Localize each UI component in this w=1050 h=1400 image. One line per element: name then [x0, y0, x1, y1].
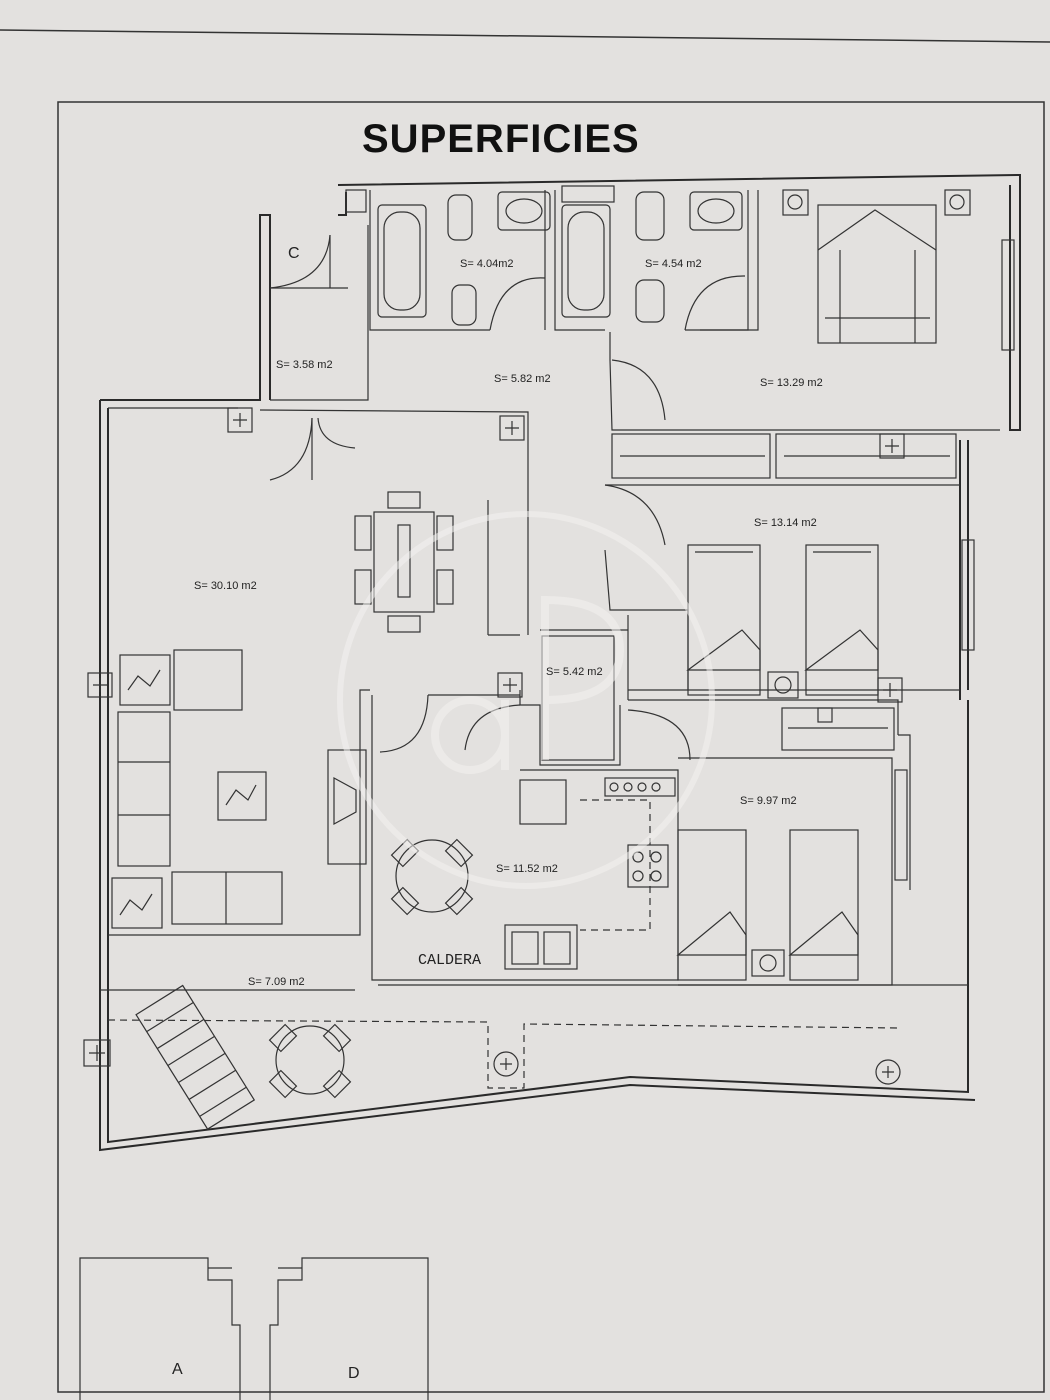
room-label-master: S= 13.29 m2 — [760, 377, 823, 389]
room-label-bedroom2: S= 13.14 m2 — [754, 517, 817, 529]
master-bed — [782, 189, 1015, 351]
wardrobes — [611, 433, 957, 751]
outer-walls — [99, 173, 1021, 1152]
room-label-hall: S= 5.82 m2 — [494, 373, 551, 385]
sofas — [111, 649, 367, 929]
column-markers — [83, 407, 905, 1085]
room-label-kitchen: S= 11.52 m2 — [496, 863, 558, 875]
key-label-d: D — [348, 1365, 360, 1382]
plan-title: SUPERFICIES — [362, 117, 640, 161]
room-label-closet: S= 3.58 m2 — [276, 359, 333, 371]
bathroom-fixtures — [345, 185, 743, 326]
room-label-corridor: S= 5.42 m2 — [546, 666, 603, 678]
room-label-living: S= 30.10 m2 — [194, 580, 257, 592]
location-key — [79, 1257, 429, 1400]
bedroom3-beds — [676, 769, 908, 981]
key-label-a: A — [172, 1361, 183, 1378]
watermark-logo — [337, 511, 715, 889]
bedroom2-beds — [686, 539, 975, 699]
door-swings — [269, 234, 746, 761]
sheet-frame — [57, 101, 1045, 1393]
terrace-furniture — [107, 984, 901, 1130]
boiler-label: CALDERA — [418, 952, 481, 969]
room-label-bath2: S= 4.54 m2 — [645, 258, 702, 270]
sheet-top-line — [0, 29, 1050, 43]
closet-mark: C — [288, 245, 300, 262]
room-label-bedroom3: S= 9.97 m2 — [740, 795, 797, 807]
kitchen-fixtures — [390, 777, 676, 970]
dining-table — [354, 491, 454, 633]
room-label-terrace: S= 7.09 m2 — [248, 976, 305, 988]
room-label-bath1: S= 4.04m2 — [460, 258, 514, 270]
